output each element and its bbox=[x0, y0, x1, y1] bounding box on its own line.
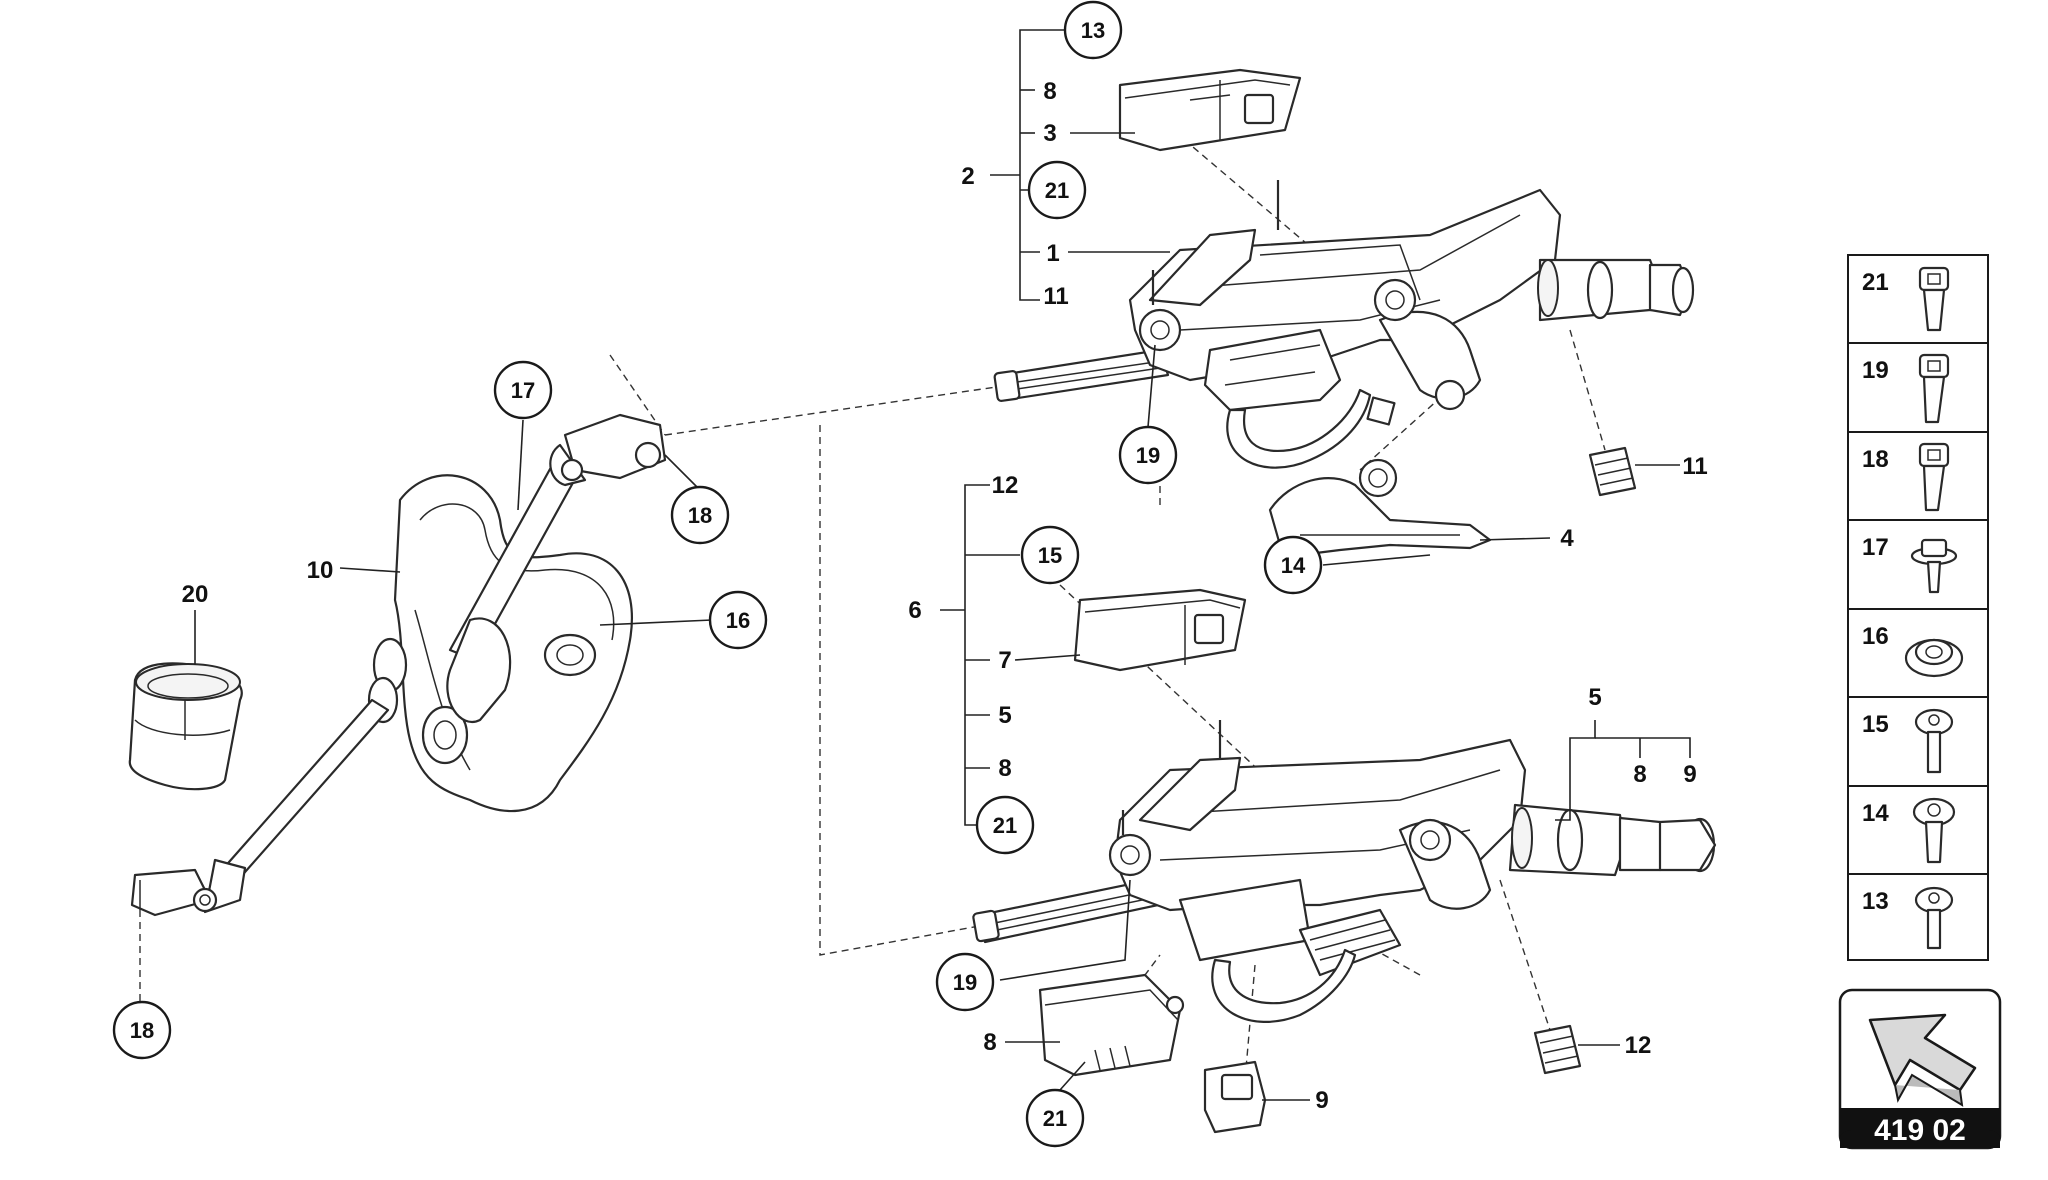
callout-circle bbox=[1025, 1088, 1085, 1148]
legend-label-14: 14 bbox=[1862, 800, 1889, 827]
callout-21: 21 bbox=[1043, 1106, 1067, 1131]
control-module-mid bbox=[1073, 588, 1247, 672]
label-11: 11 bbox=[1682, 453, 1707, 480]
callout-19: 19 bbox=[953, 970, 977, 995]
callout-circle bbox=[1263, 535, 1323, 595]
label-12: 12 bbox=[1625, 1032, 1652, 1059]
control-module-top bbox=[1118, 68, 1302, 152]
hex-socket-bolt-icon bbox=[1918, 266, 1950, 332]
legend-label-16: 16 bbox=[1862, 623, 1889, 650]
callout-circle bbox=[112, 1000, 172, 1060]
fastener-legend: 21 19 18 17 16 bbox=[1847, 254, 1989, 961]
callout-circle bbox=[1063, 0, 1123, 60]
legend-label-18: 18 bbox=[1862, 446, 1889, 473]
label-2: 2 bbox=[961, 163, 974, 190]
legend-label-15: 15 bbox=[1862, 711, 1889, 738]
callouts: 13 8 3 2 21 1 11 19 11 14 4 17 18 10 20 … bbox=[112, 0, 1708, 1148]
trim-ring bbox=[128, 662, 243, 791]
torx-flange-bolt-icon bbox=[1914, 886, 1954, 950]
legend-label-13: 13 bbox=[1862, 888, 1889, 915]
flange-nut-icon bbox=[1904, 638, 1964, 678]
legend-label-19: 19 bbox=[1862, 357, 1889, 384]
hex-socket-bolt-long-icon bbox=[1918, 442, 1950, 512]
label-20: 20 bbox=[182, 581, 209, 608]
callout-16: 16 bbox=[726, 608, 750, 633]
callout-circle bbox=[1118, 425, 1178, 485]
label-11: 11 bbox=[1043, 283, 1068, 310]
callout-21: 21 bbox=[1045, 178, 1069, 203]
upper-steering-column bbox=[993, 180, 1695, 469]
label-5: 5 bbox=[1588, 684, 1601, 711]
page-code: 419 02 bbox=[1874, 1114, 1966, 1147]
callout-13: 13 bbox=[1081, 18, 1105, 43]
label-8: 8 bbox=[983, 1029, 996, 1056]
label-8: 8 bbox=[1043, 78, 1056, 105]
label-5: 5 bbox=[998, 702, 1011, 729]
legend-label-21: 21 bbox=[1862, 269, 1889, 296]
label-1: 1 bbox=[1046, 240, 1059, 267]
legend-label-17: 17 bbox=[1862, 534, 1889, 561]
callout-circle bbox=[670, 485, 730, 545]
spring-clip-top bbox=[1588, 446, 1637, 497]
tilt-lever bbox=[1268, 458, 1492, 557]
label-10: 10 bbox=[307, 557, 334, 584]
callout-circle bbox=[493, 360, 553, 420]
torx-flange-bolt-icon bbox=[1914, 708, 1954, 774]
label-8: 8 bbox=[1633, 761, 1646, 788]
page-code-badge[interactable]: 419 02 bbox=[1838, 988, 2002, 1150]
label-3: 3 bbox=[1043, 120, 1056, 147]
callout-18: 18 bbox=[688, 503, 712, 528]
callout-circle bbox=[975, 795, 1035, 855]
callout-17: 17 bbox=[511, 378, 535, 403]
callout-21: 21 bbox=[993, 813, 1017, 838]
callout-19: 19 bbox=[1136, 443, 1160, 468]
callout-circle bbox=[708, 590, 768, 650]
label-8: 8 bbox=[998, 755, 1011, 782]
spring-clip-bottom bbox=[1533, 1024, 1582, 1075]
leader-lines bbox=[141, 29, 1691, 1101]
intermediate-shaft-assembly bbox=[130, 413, 667, 917]
label-9: 9 bbox=[1683, 761, 1696, 788]
callout-14: 14 bbox=[1281, 553, 1306, 578]
label-12: 12 bbox=[992, 472, 1019, 499]
flange-bolt-icon bbox=[1910, 538, 1958, 594]
label-9: 9 bbox=[1315, 1087, 1328, 1114]
callout-15: 15 bbox=[1038, 543, 1062, 568]
hex-socket-bolt-long-icon bbox=[1918, 353, 1950, 424]
torx-flange-bolt-icon bbox=[1912, 797, 1956, 864]
connector-plug bbox=[1203, 1060, 1267, 1134]
control-module-bottom bbox=[1038, 973, 1185, 1077]
callout-18: 18 bbox=[130, 1018, 154, 1043]
label-7: 7 bbox=[998, 647, 1011, 674]
label-4: 4 bbox=[1560, 525, 1574, 552]
lower-steering-column bbox=[972, 720, 1717, 1024]
label-6: 6 bbox=[908, 597, 921, 624]
callout-circle bbox=[1020, 525, 1080, 585]
callout-circle bbox=[1027, 160, 1087, 220]
callout-circle bbox=[935, 952, 995, 1012]
arrow-up-left-icon bbox=[1868, 1013, 1977, 1107]
